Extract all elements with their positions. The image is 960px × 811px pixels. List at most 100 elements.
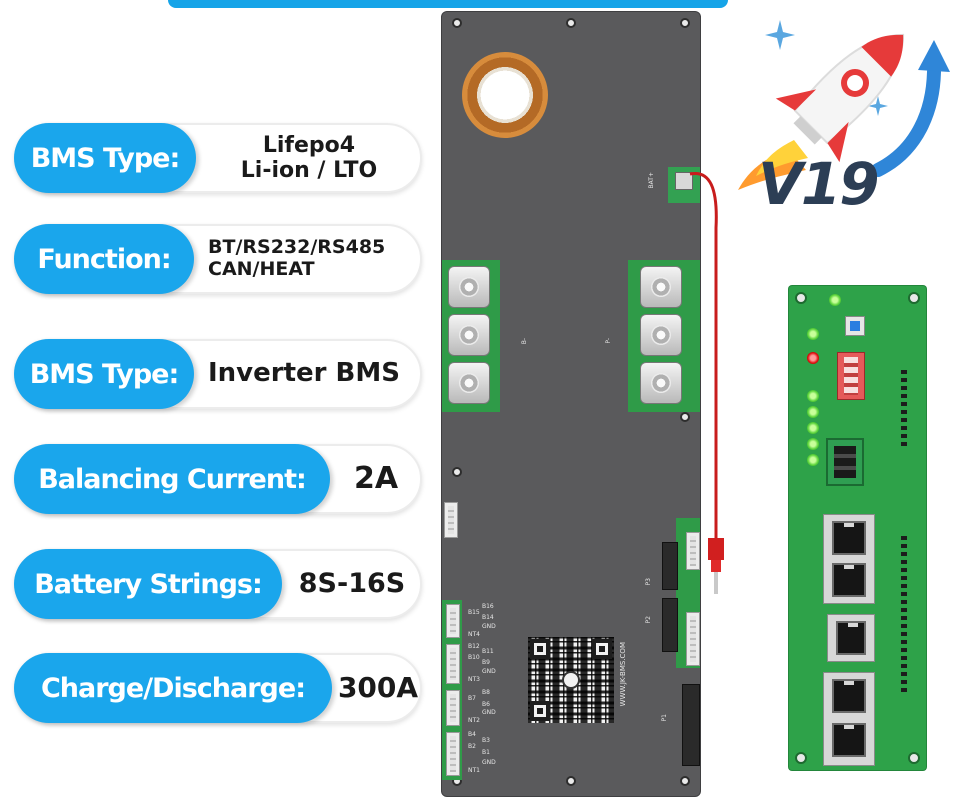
spec-charge-discharge: Charge/Discharge: 300A [14,653,422,723]
rj11-port-icon [836,621,866,655]
bolt-icon [448,314,490,356]
spec-label: BMS Type: [14,339,194,409]
spec-value: 300A [334,655,422,721]
mount-hole [908,752,920,764]
led-red-icon [807,352,819,364]
balance-label: NT3 [468,676,480,683]
balance-label: B12 [468,643,480,650]
silk-p2: P2 [645,616,652,624]
balance-label: B2 [468,743,476,750]
bolt-icon [448,266,490,308]
rj45-double-port [823,514,875,604]
spec-label: BMS Type: [14,123,196,193]
balance-label: GND [482,759,496,766]
spec-battery-strings: Battery Strings: 8S-16S [14,549,422,619]
balance-label: B6 [482,701,490,708]
silk-b-minus: B- [521,338,528,345]
spec-bms-type-inverter: BMS Type: Inverter BMS [14,339,422,409]
balance-label: B16 [482,603,494,610]
rj45-port-icon [832,679,866,713]
rj45-double-port [823,672,875,766]
bolt-icon [640,266,682,308]
spec-value: 8S-16S [284,551,420,617]
spec-value-line: 2A [353,460,399,496]
balance-label: NT2 [468,717,480,724]
rj45-port-icon [832,521,866,555]
spec-value: Inverter BMS [208,341,422,407]
spec-value: BT/RS232/RS485 CAN/HEAT [208,226,422,292]
balance-label: B15 [468,609,480,616]
led-icon [807,406,819,418]
bolt-icon [448,362,490,404]
silk-bat: BAT+ [648,172,655,189]
balance-label: B10 [468,654,480,661]
balance-label: B11 [482,648,494,655]
mount-hole [795,752,807,764]
spec-value-line: 300A [337,670,419,704]
led-icon [829,294,841,306]
spec-value-line: Lifepo4 [262,132,356,158]
led-icon [807,438,819,450]
qr-logo-icon [562,671,580,689]
spec-label: Function: [14,224,194,294]
mount-hole [680,18,690,28]
comm-header [662,598,678,652]
led-icon [807,422,819,434]
spec-value: 2A [332,446,420,512]
bat-terminal-screw-icon [675,172,693,190]
dip-switch-icon [837,352,865,400]
led-icon [807,328,819,340]
spec-value: Lifepo4 Li-ion / LTO [198,125,420,191]
silk-p-minus: P- [605,338,612,344]
balance-label: GND [482,709,496,716]
red-wire-icon [689,171,724,594]
comm-header [662,542,678,590]
terminal-block-icon [826,438,864,486]
pin-header [901,536,907,696]
mount-hole [452,18,462,28]
balance-label: B4 [468,731,476,738]
rocket-icon [738,20,950,190]
led-icon [807,454,819,466]
led-icon [807,390,819,402]
reset-button-icon [845,316,865,336]
bms-board-image: BAT+ B- P- P3 P2 P1 WWW.JK-BMS.COM B16 B… [442,12,700,796]
spec-bms-type: BMS Type: Lifepo4 Li-ion / LTO [14,123,422,193]
balance-connector [446,690,460,726]
balance-label: B3 [482,737,490,744]
p1-header [682,684,700,766]
balance-connector [446,732,460,776]
mount-hole [566,18,576,28]
top-banner-strip [168,0,728,8]
balance-label: NT4 [468,631,480,638]
rj45-port-icon [832,563,866,597]
rj45-port-icon [832,723,866,757]
spec-value-line: Inverter BMS [208,358,400,389]
qr-finder [592,639,612,659]
silk-website: WWW.JK-BMS.COM [619,642,627,707]
mount-hole [680,412,690,422]
bolt-icon [640,314,682,356]
p2-connector [686,612,700,666]
pin-header [901,370,907,448]
balance-label: NT1 [468,767,480,774]
sensor-connector [444,502,458,538]
rj11-port [827,614,875,662]
mount-hole [566,776,576,786]
spec-balancing-current: Balancing Current: 2A [14,444,422,514]
spec-value-line: BT/RS232/RS485 [208,236,386,259]
mount-hole [908,292,920,304]
toroid-coil-icon [462,52,548,138]
spec-label: Balancing Current: [14,444,330,514]
spec-label: Charge/Discharge: [14,653,332,723]
balance-label: B9 [482,659,490,666]
balance-label: GND [482,668,496,675]
spec-function: Function: BT/RS232/RS485 CAN/HEAT [14,224,422,294]
balance-label: GND [482,623,496,630]
balance-connector [446,604,460,638]
spec-value-line: Li-ion / LTO [240,158,378,183]
spec-value-line: 8S-16S [298,568,406,600]
spec-value-line: CAN/HEAT [208,258,315,280]
balance-label: B7 [468,695,476,702]
v19-badge: V19 [728,0,960,240]
